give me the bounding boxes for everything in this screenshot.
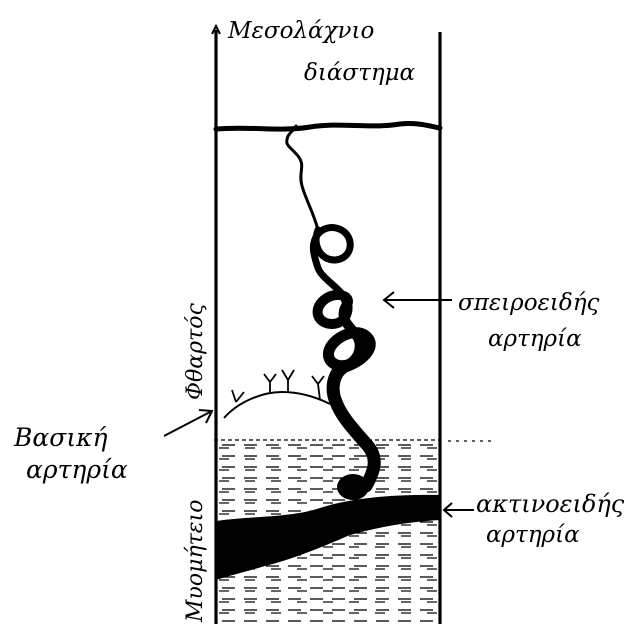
intervillous-surface-line: [216, 124, 440, 130]
label-radial-artery-2: αρτηρία: [486, 522, 580, 548]
label-radial-artery-1: ακτινοειδής: [476, 490, 625, 518]
basal-branch-1: [232, 390, 244, 402]
label-basal-artery-1: Βασική: [13, 423, 108, 452]
label-spiral-artery-2: αρτηρία: [488, 326, 582, 352]
label-myometrium: Μυομήτειο: [183, 500, 208, 623]
basal-branch-2: [264, 374, 276, 392]
label-decidua: Φθαρτός: [183, 303, 208, 400]
label-basal-artery-2: αρτηρία: [26, 455, 128, 484]
label-spiral-artery-1: σπειροειδής: [458, 290, 600, 316]
label-intervillous-1: Μεσολάχνιο: [227, 18, 374, 44]
label-intervillous-2: διάστημα: [304, 60, 416, 86]
spiral-artery-thin: [287, 126, 318, 230]
spiral-coil-middle: [318, 295, 356, 334]
basal-artery-arrow-shaft: [164, 412, 210, 436]
basal-branch-3: [282, 370, 294, 392]
spiral-coil-lower: [328, 333, 370, 368]
spiral-artery-base: [337, 474, 369, 500]
spiral-coil-upper: [313, 228, 350, 296]
